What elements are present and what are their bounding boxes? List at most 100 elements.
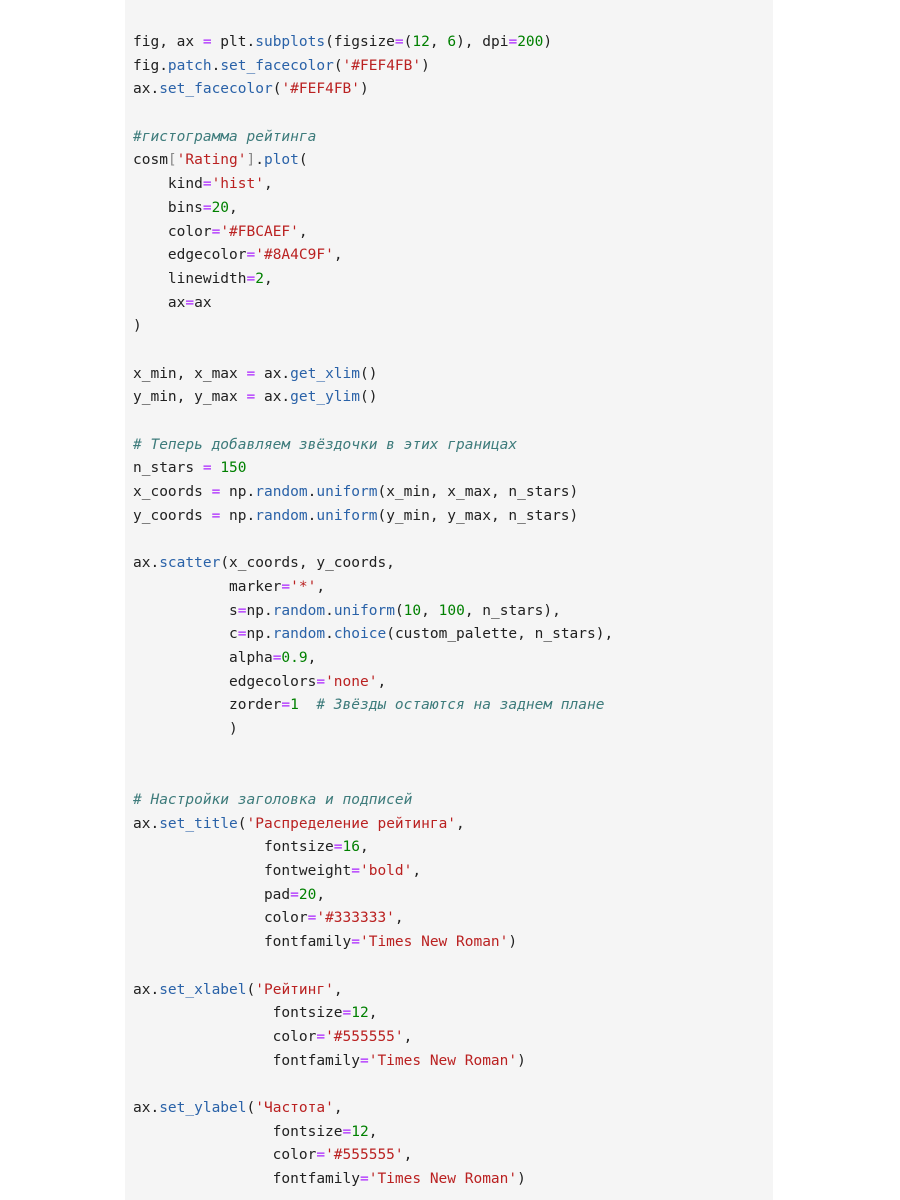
code-token: set_xlabel [159,981,247,998]
code-token: ( [298,152,308,169]
code-token: marker [133,578,282,595]
code-line [133,339,613,363]
code-token: (x_min, x_max, n_stars) [377,484,579,501]
code-line: ax.set_xlabel('Рейтинг', [133,979,613,1003]
code-line [133,528,613,552]
code-token: ax [133,294,186,311]
code-token: 'Times New Roman' [368,1171,518,1187]
code-token: bins [133,199,203,216]
code-token: = [202,199,212,216]
code-token: cosm [133,152,168,169]
code-token: ax. [255,389,291,406]
code-token: np. [246,626,273,643]
code-token: 'Times New Roman' [368,1052,518,1069]
code-token: [ [167,152,177,169]
code-line: color='#FBCAEF', [133,221,613,245]
code-token: ) [517,1052,526,1069]
code-token: fig. [133,57,168,74]
code-line: ax.set_ylabel('Частота', [133,1097,613,1121]
code-token: random [272,602,326,619]
code-token: color [133,1028,317,1045]
code-line: color='#555555', [133,1026,613,1050]
code-token: color [133,910,308,927]
code-token: 0.9 [281,649,308,666]
code-token: color [133,223,212,240]
code-token: set_ylabel [159,1099,247,1116]
code-token: np. [246,602,273,619]
code-token: = [342,1005,352,1022]
code-token: patch [167,57,212,74]
code-token: edgecolor [133,247,247,264]
code-line: kind='hist', [133,173,613,197]
code-token: 2 [255,270,264,287]
code-token: '#8A4C9F' [255,247,334,264]
code-token: #гистограмма рейтинга [133,128,317,145]
code-token: = [508,34,518,50]
code-token: . [325,602,334,619]
code-token: alpha [133,649,273,666]
code-token: zorder [133,697,282,714]
code-token: ax. [255,365,291,382]
code-token: fontsize [133,1123,343,1140]
code-token: np. [220,507,256,524]
code-token: fontsize [133,839,334,856]
code-token: set_title [159,815,238,832]
code-token: scatter [159,555,221,572]
code-line [133,1073,613,1097]
code-line: ) [133,315,613,339]
code-token: = [290,886,299,903]
code-line: y_coords = np.random.uniform(y_min, y_ma… [133,505,613,529]
code-token: 100 [438,602,465,619]
code-token: = [211,484,221,501]
code-token: , [403,1028,413,1045]
code-token: = [281,697,291,714]
code-line: cosm['Rating'].plot( [133,149,613,173]
code-line: x_coords = np.random.uniform(x_min, x_ma… [133,481,613,505]
code-token: 'none' [325,673,378,690]
code-token: set_facecolor [159,81,273,98]
code-token: ) [543,34,553,50]
code-token: = [202,34,212,50]
code-line: ax.scatter(x_coords, y_coords, [133,552,613,576]
code-token: () [360,365,378,382]
code-token: , [421,602,439,619]
code-token: = [351,934,360,951]
code-token: 'Частота' [255,1099,334,1116]
code-token: = [316,673,326,690]
code-token: 20 [211,199,230,216]
code-token: = [359,1052,369,1069]
code-cell[interactable]: fig, ax = plt.subplots(figsize=(12, 6), … [125,0,773,1200]
code-token: ), dpi [456,34,509,50]
code-token: , n_stars), [464,602,561,619]
code-token: y_coords [133,507,212,524]
code-token: subplots [255,34,326,50]
code-token: kind [133,176,203,193]
code-token: = [202,460,212,477]
code-token: ax. [133,555,160,572]
code-token: , [307,649,317,666]
code-token: 1 [290,697,299,714]
code-token: n_stars [133,460,203,477]
code-token: uniform [316,484,378,501]
code-token: uniform [316,507,378,524]
code-token: ] [246,152,256,169]
code-token: plt. [211,34,256,50]
code-editor[interactable]: fig, ax = plt.subplots(figsize=(12, 6), … [133,31,613,1192]
code-token: , [316,886,326,903]
code-token: , [456,815,465,832]
code-token: ) [517,1171,526,1187]
code-token: , [360,839,369,856]
code-line: marker='*', [133,576,613,600]
code-token: # Теперь добавляем звёздочки в этих гран… [133,436,518,453]
code-line: fig.patch.set_facecolor('#FEF4FB') [133,55,613,79]
code-line: ax.set_title('Распределение рейтинга', [133,813,613,837]
code-line: edgecolor='#8A4C9F', [133,244,613,268]
code-token: 'Rating' [176,152,247,169]
code-token: . [211,57,221,74]
code-token: , [394,910,404,927]
code-token: = [246,247,256,264]
code-token: (y_min, y_max, n_stars) [377,507,579,524]
code-line: n_stars = 150 [133,457,613,481]
code-token: ( [333,57,343,74]
code-token: , [298,223,308,240]
